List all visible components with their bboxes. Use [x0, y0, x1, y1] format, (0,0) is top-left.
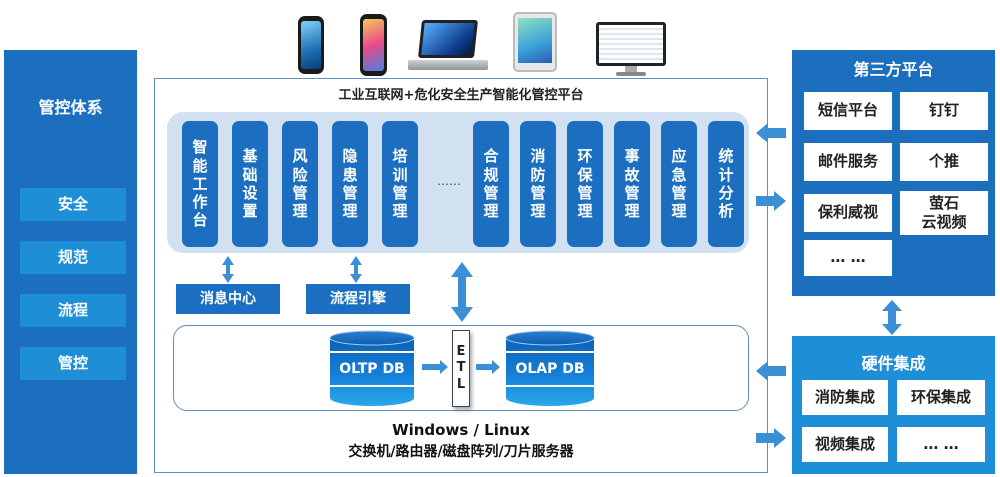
- module-risk-management: 风险管理: [282, 121, 318, 247]
- third-party-more: … …: [804, 240, 892, 276]
- monitor-icon: [596, 22, 666, 78]
- arrow-etl-to-olap: [476, 360, 500, 374]
- control-item-control: 管控: [20, 347, 126, 380]
- module-accident-management: 事故管理: [614, 121, 650, 247]
- hardware-environment: 环保集成: [897, 380, 985, 415]
- tablet-icon: [513, 12, 557, 72]
- third-party-email: 邮件服务: [804, 143, 892, 181]
- etl-letter-l: L: [456, 376, 466, 392]
- olap-db-label: OLAP DB: [515, 361, 585, 377]
- workflow-engine-box: 流程引擎: [306, 284, 410, 314]
- laptop-icon: [408, 20, 488, 76]
- third-party-title: 第三方平台: [853, 60, 934, 79]
- arrow-modules-to-workflow-engine: [350, 256, 362, 283]
- module-ellipsis: ……: [437, 174, 461, 188]
- third-party-sms: 短信平台: [804, 92, 892, 130]
- third-party-getui: 个推: [900, 143, 988, 181]
- control-system-title: 管控体系: [38, 98, 103, 117]
- oltp-db-label: OLTP DB: [339, 361, 405, 377]
- module-hazard-management: 隐患管理: [332, 121, 368, 247]
- module-basic-settings: 基础设置: [232, 121, 268, 247]
- arrow-modules-to-message-center: [222, 256, 234, 283]
- module-compliance-management: 合规管理: [473, 121, 509, 247]
- hardware-fire: 消防集成: [802, 380, 888, 415]
- module-smart-workbench: 智能工作台: [182, 121, 218, 247]
- arrow-hardware-to-platform: [756, 361, 786, 381]
- arrow-platform-to-third-party: [756, 191, 786, 211]
- module-statistics-analysis: 统计分析: [708, 121, 744, 247]
- database-frame: [173, 325, 749, 411]
- olap-database-cylinder: [505, 330, 595, 406]
- oltp-database-cylinder: [329, 330, 415, 406]
- control-system-panel: 管控体系 安全 规范 流程 管控: [4, 50, 137, 474]
- third-party-polyv: 保利威视: [804, 194, 892, 232]
- third-party-dingtalk: 钉钉: [900, 92, 988, 130]
- module-fire-management: 消防管理: [520, 121, 556, 247]
- module-environment-management: 环保管理: [567, 121, 603, 247]
- arrow-third-party-to-platform: [756, 123, 786, 143]
- hardware-label: 交换机/路由器/磁盘阵列/刀片服务器: [348, 444, 574, 460]
- arrow-third-party-to-hardware: [882, 300, 902, 335]
- platform-title: 工业互联网+危化安全生产智能化管控平台: [338, 88, 584, 103]
- arrow-oltp-to-etl: [422, 360, 448, 374]
- control-item-safety: 安全: [20, 188, 126, 221]
- control-item-standard: 规范: [20, 241, 126, 274]
- etl-box: E T L: [452, 330, 470, 407]
- control-item-process: 流程: [20, 294, 126, 327]
- phone-icon: [360, 14, 387, 76]
- hardware-more: … …: [897, 427, 985, 462]
- arrow-modules-to-database: [451, 262, 473, 322]
- os-label: Windows / Linux: [392, 421, 530, 439]
- module-training-management: 培训管理: [382, 121, 418, 247]
- hardware-video: 视频集成: [802, 427, 888, 462]
- third-party-ezviz: 萤石 云视频: [900, 191, 988, 235]
- etl-letter-e: E: [456, 344, 466, 360]
- etl-letter-t: T: [456, 360, 466, 376]
- module-emergency-management: 应急管理: [661, 121, 697, 247]
- arrow-platform-to-hardware: [756, 428, 786, 448]
- phone-icon: [298, 16, 324, 74]
- message-center-box: 消息中心: [176, 284, 280, 314]
- hardware-integration-title: 硬件集成: [861, 354, 926, 373]
